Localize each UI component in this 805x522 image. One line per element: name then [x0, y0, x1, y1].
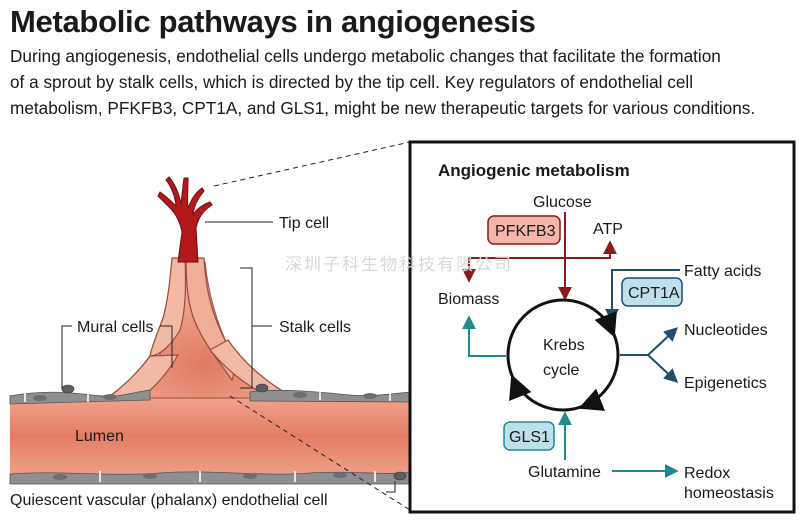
glutamine-label: Glutamine [528, 464, 601, 481]
nucleus [143, 473, 157, 479]
subtitle-line-3: metabolism, PFKFB3, CPT1A, and GLS1, mig… [10, 98, 756, 118]
cpt1a-label: CPT1A [628, 285, 680, 302]
gls1-label: GLS1 [509, 429, 550, 446]
watermark: 深圳子科生物科技有限公司 [285, 255, 513, 275]
redox-label-line1: Redox [684, 465, 730, 482]
pfkfb3-label: PFKFB3 [495, 223, 556, 240]
subtitle-line-1: During angiogenesis, endothelial cells u… [10, 46, 721, 66]
cell-boundaries [24, 390, 391, 482]
endothelial-layer-top-left [9, 389, 151, 405]
panel-title: Angiogenic metabolism [438, 161, 630, 180]
krebs-cycle-ring [506, 298, 620, 412]
tip-cell-label: Tip cell [279, 215, 329, 232]
endothelial-layer-bottom [9, 471, 411, 485]
nucleus [333, 472, 347, 478]
nucleotides-label: Nucleotides [684, 322, 768, 339]
cpt1a-box [621, 277, 683, 307]
mural-cells-label: Mural cells [77, 319, 153, 336]
mural-cells-leader-left [61, 325, 72, 389]
zoom-line-top [213, 141, 411, 187]
endothelial-layer-top-right [249, 389, 411, 403]
mural-cell [393, 471, 407, 481]
lumen-label: Lumen [75, 428, 124, 445]
tip-cell [157, 176, 213, 263]
redox-label-line2: homeostasis [684, 485, 774, 502]
nucleus [363, 393, 377, 399]
fatty-acids-arrow [605, 269, 680, 323]
nucleus [243, 473, 257, 479]
epigenetics-label: Epigenetics [684, 375, 767, 392]
atp-label: ATP [593, 221, 623, 238]
figure-title: Metabolic pathways in angiogenesis [10, 4, 536, 39]
subtitle-line-2: of a sprout by stalk cells, which is dir… [10, 72, 694, 92]
quiescent-leader [386, 481, 396, 493]
figure-subtitle: During angiogenesis, endothelial cells u… [10, 43, 800, 121]
stalk-cells-label: Stalk cells [279, 319, 351, 336]
stalk-cells-bracket [240, 267, 272, 389]
vessel-illustration: Tip cell Stalk cells Mural cells Lumen Q… [9, 141, 411, 511]
nucleus [53, 474, 67, 480]
quiescent-label: Quiescent vascular (phalanx) endothelial… [10, 492, 328, 509]
krebs-arrow-bottom [578, 388, 606, 411]
pfkfb3-box [487, 215, 561, 245]
nucleus [293, 392, 307, 398]
nucleus [103, 394, 117, 400]
lumen-area [10, 395, 410, 477]
krebs-arrow-right [594, 310, 617, 338]
krebs-label-line1: Krebs [543, 337, 585, 354]
glucose-to-atp-arrow [469, 240, 617, 259]
glucose-label: Glucose [533, 194, 592, 211]
nucleus [33, 395, 47, 401]
biomass-label: Biomass [438, 291, 499, 308]
gls1-box [503, 421, 555, 451]
mural-cell [255, 383, 269, 393]
fatty-acids-label: Fatty acids [684, 263, 761, 280]
krebs-label-line2: cycle [543, 362, 580, 379]
to-epigenetics-arrow [647, 354, 679, 383]
metabolism-panel: Angiogenic metabolism Glucose PFKFB3 ATP… [408, 140, 796, 514]
mural-cell [61, 384, 75, 394]
krebs-to-biomass-arrow [462, 315, 506, 357]
mural-cells-leader-right [160, 325, 173, 368]
krebs-arrow-left [509, 374, 532, 402]
